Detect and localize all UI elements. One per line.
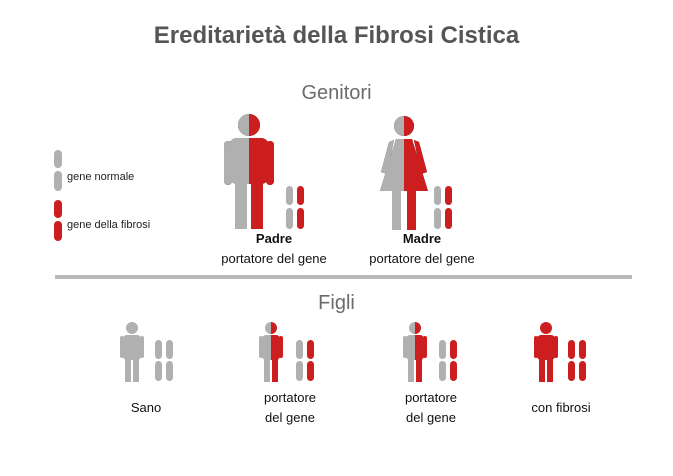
child-carrier-icon — [403, 322, 427, 382]
child-carrier-status: portatore del gene — [263, 390, 317, 425]
fibrosis-gene-icon — [54, 200, 62, 241]
legend-normal-label: gene normale — [67, 171, 135, 183]
child-healthy-chromosomes-icon — [155, 340, 173, 381]
mother-chromosomes-icon — [434, 186, 452, 229]
legend-fibrosis-label: gene della fibrosi — [67, 219, 151, 231]
child-carrier-chromosomes-icon — [439, 340, 457, 381]
mother-name: Madre — [402, 231, 442, 246]
child-carrier-chromosomes-icon — [296, 340, 314, 381]
legend-chromosome-icons — [54, 150, 62, 241]
children-heading: Figli — [318, 292, 355, 314]
section-divider — [55, 275, 632, 279]
father-status: portatore del gene — [221, 251, 327, 266]
child-carrier-icon — [259, 322, 283, 382]
child-affected-chromosomes-icon — [568, 340, 586, 381]
father-half-carrier-icon — [224, 114, 274, 229]
child-affected-status: con fibrosi — [531, 400, 591, 415]
mother-status: portatore del gene — [369, 251, 475, 266]
child-healthy-status: Sano — [130, 400, 162, 415]
child-carrier-status: portatore del gene — [404, 390, 458, 425]
normal-gene-icon — [54, 150, 62, 191]
page-title: Ereditarietà della Fibrosi Cistica — [153, 22, 520, 49]
child-affected-icon — [534, 322, 558, 382]
father-name: Padre — [255, 231, 293, 246]
child-healthy-icon — [120, 322, 144, 382]
mother-half-carrier-icon — [380, 116, 428, 230]
parents-heading: Genitori — [301, 82, 372, 104]
father-chromosomes-icon — [286, 186, 304, 229]
